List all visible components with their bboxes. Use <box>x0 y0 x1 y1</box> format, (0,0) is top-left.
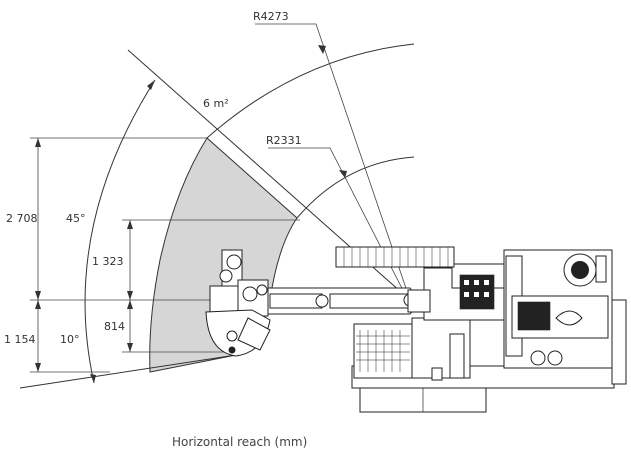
dim-lower-label: 1 154 <box>4 333 36 346</box>
angle-arrow-top <box>147 80 155 90</box>
radius-outer-label: R4273 <box>253 10 289 23</box>
caption: Horizontal reach (mm) <box>172 435 307 449</box>
dim-lower-mid-label: 814 <box>104 320 125 333</box>
dim-upper-label: 2 708 <box>6 212 38 225</box>
dim-upper-mid-label: 1 323 <box>92 255 124 268</box>
angle-lower-label: 10° <box>60 333 80 346</box>
inner-reach-arc <box>296 156 415 219</box>
angle-arc <box>84 79 156 384</box>
area-label: 6 m² <box>203 97 229 110</box>
angle-arrow-bottom <box>90 374 96 383</box>
r-outer-leader <box>255 23 411 301</box>
machine-drawing <box>205 246 627 413</box>
outer-reach-arc <box>206 43 415 139</box>
angle-line-10 <box>19 354 237 389</box>
radius-inner-label: R2331 <box>266 134 302 147</box>
angle-upper-label: 45° <box>66 212 86 225</box>
